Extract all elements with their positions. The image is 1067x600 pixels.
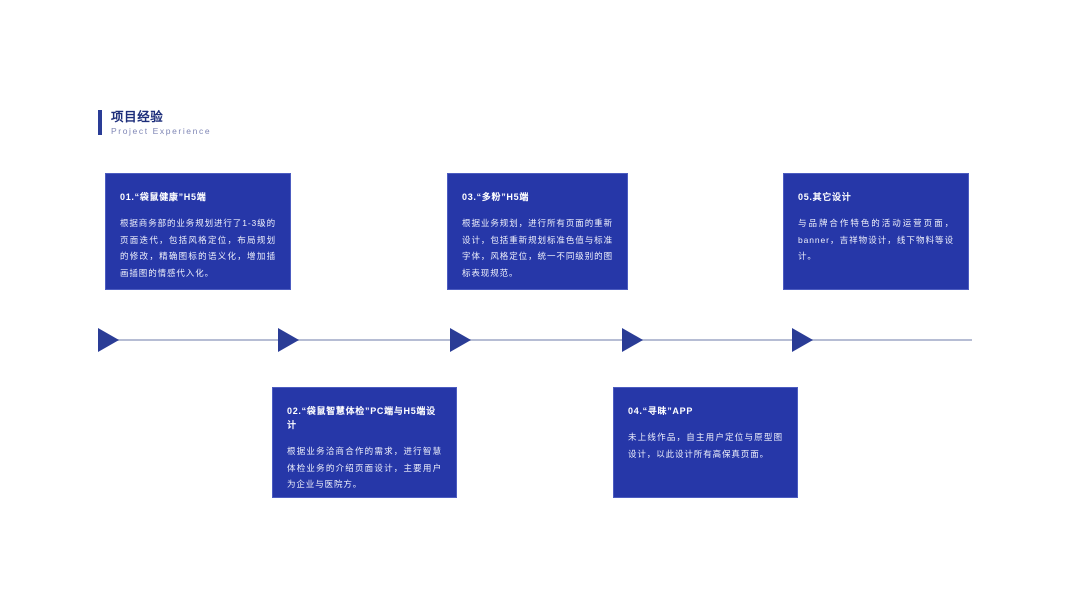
experience-card-title: 01.“袋鼠健康”H5端: [120, 192, 207, 202]
experience-card-body: 未上线作品，自主用户定位与原型图设计，以此设计所有高保真页面。: [628, 432, 783, 459]
timeline-arrow-icon-5: [792, 328, 813, 352]
timeline: [98, 328, 972, 354]
page-header: 项目经验 Project Experience: [98, 110, 211, 137]
header-text-group: 项目经验 Project Experience: [111, 110, 211, 137]
experience-card-body: 根据业务洽商合作的需求，进行智慧体检业务的介绍页面设计，主要用户为企业与医院方。: [287, 446, 442, 489]
experience-card-04: 04.“寻昧”APP 未上线作品，自主用户定位与原型图设计，以此设计所有高保真页…: [613, 387, 798, 498]
experience-card-03: 03.“多粉”H5端 根据业务规划，进行所有页面的重新设计，包括重新规划标准色值…: [447, 173, 628, 290]
timeline-arrow-icon-4: [622, 328, 643, 352]
experience-card-body: 与品牌合作特色的活动运营页面，banner，吉祥物设计，线下物料等设计。: [798, 218, 954, 261]
page-subtitle: Project Experience: [111, 126, 212, 136]
experience-card-01: 01.“袋鼠健康”H5端 根据商务部的业务规划进行了1-3级的页面迭代，包括风格…: [105, 173, 291, 290]
experience-card-title: 02.“袋鼠智慧体检”PC端与H5端设计: [287, 406, 436, 430]
experience-card-05: 05.其它设计 与品牌合作特色的活动运营页面，banner，吉祥物设计，线下物料…: [783, 173, 969, 290]
timeline-line: [98, 339, 972, 341]
timeline-arrow-icon-3: [450, 328, 471, 352]
experience-card-02: 02.“袋鼠智慧体检”PC端与H5端设计 根据业务洽商合作的需求，进行智慧体检业…: [272, 387, 457, 498]
experience-card-title: 03.“多粉”H5端: [462, 192, 530, 202]
experience-card-title: 04.“寻昧”APP: [628, 406, 694, 416]
timeline-arrow-icon-1: [98, 328, 119, 352]
experience-card-body: 根据商务部的业务规划进行了1-3级的页面迭代，包括风格定位，布局规划的修改，精确…: [120, 218, 276, 278]
experience-card-title: 05.其它设计: [798, 192, 852, 202]
experience-card-body: 根据业务规划，进行所有页面的重新设计，包括重新规划标准色值与标准字体，风格定位，…: [462, 218, 613, 278]
header-accent-bar: [98, 110, 102, 135]
timeline-arrow-icon-2: [278, 328, 299, 352]
page-title: 项目经验: [111, 110, 164, 124]
